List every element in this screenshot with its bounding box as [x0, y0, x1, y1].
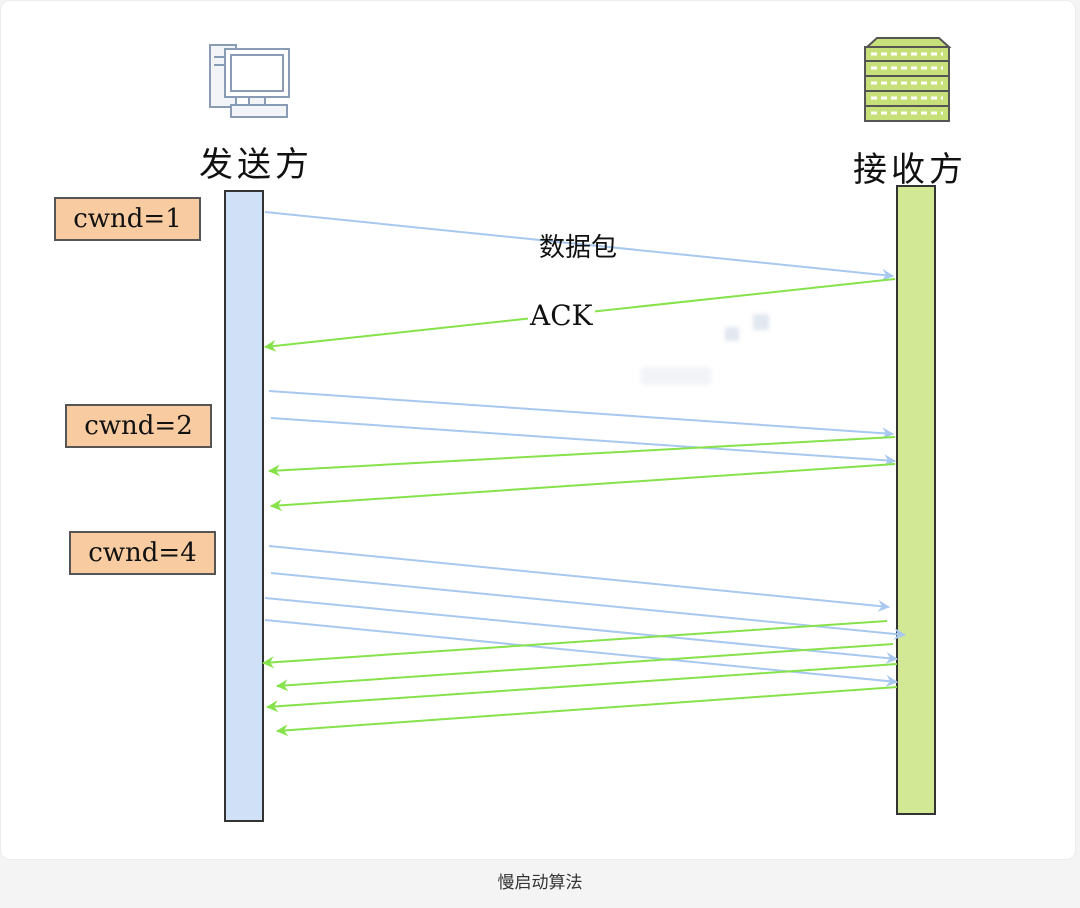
data-packet-arrow [270, 417, 896, 467]
cwnd-label-2: cwnd=2 [65, 404, 212, 448]
figure-caption: 慢启动算法 [497, 873, 583, 893]
data-packet-arrow [268, 390, 894, 440]
ack-arrow [262, 620, 888, 669]
data-packet-label: 数据包 [539, 233, 618, 263]
sender-lifeline [224, 190, 264, 822]
blurred-watermark [753, 314, 769, 330]
data-packet-arrow [268, 545, 890, 612]
cwnd-label-4: cwnd=4 [69, 531, 216, 575]
server-icon [864, 37, 952, 122]
ack-arrow [270, 463, 896, 512]
data-packet-arrow [270, 572, 906, 640]
slow-start-diagram [209, 37, 952, 822]
ack-arrow [268, 436, 896, 477]
receiver-label: 接收方 [853, 150, 967, 190]
sender-label: 发送方 [199, 145, 313, 185]
data-packet-arrow [264, 597, 898, 664]
data-packet-arrow [264, 211, 894, 281]
cwnd-label-1: cwnd=1 [54, 197, 201, 241]
blurred-watermark [641, 367, 711, 385]
receiver-lifeline [896, 185, 936, 815]
ack-label: ACK [528, 299, 595, 332]
diagram-card: 发送方 接收方 cwnd=1 cwnd=2 cwnd=4 数据包 ACK [0, 0, 1076, 860]
ack-arrow [276, 686, 898, 737]
blurred-watermark [725, 327, 739, 341]
ack-arrow [276, 643, 894, 692]
ack-arrow [266, 663, 898, 713]
desktop-computer-icon [209, 44, 290, 118]
